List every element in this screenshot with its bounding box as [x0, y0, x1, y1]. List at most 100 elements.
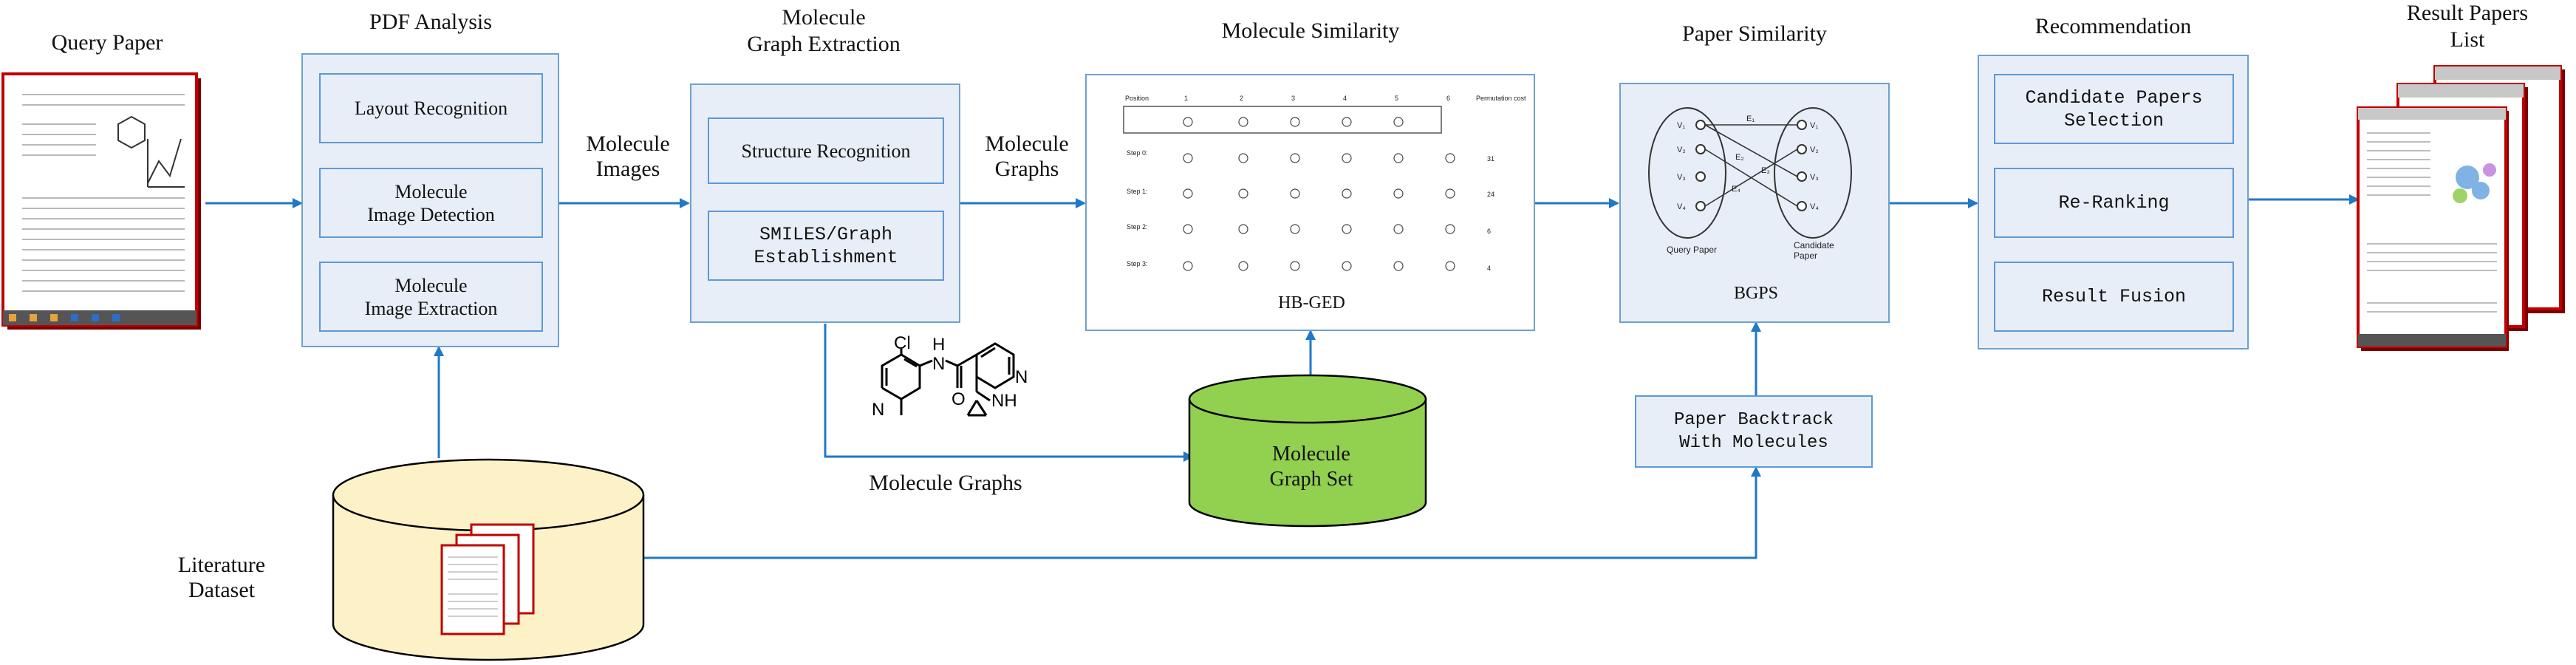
ged-node — [1393, 153, 1404, 163]
arrow-graph-to-graphset — [824, 324, 1194, 462]
svg-text:E₂: E₂ — [1735, 153, 1744, 162]
atom-o: O — [952, 389, 966, 409]
svg-text:E₄: E₄ — [1732, 185, 1740, 194]
ged-node — [1290, 261, 1300, 271]
header-4: 4 — [1343, 95, 1347, 102]
structure-recognition-box: Structure Recognition — [708, 117, 944, 184]
ged-node — [1445, 261, 1455, 271]
molecule-similarity-title: Molecule Similarity — [1221, 18, 1400, 43]
svg-text:V₂: V₂ — [1810, 146, 1819, 154]
svg-text:V₂: V₂ — [1677, 146, 1686, 154]
svg-text:V₃: V₃ — [1677, 173, 1686, 182]
atom-n1: N — [872, 400, 884, 420]
candidate-selection-box: Candidate Papers Selection — [1994, 74, 2234, 144]
ged-node — [1393, 117, 1404, 127]
ged-node — [1238, 117, 1248, 127]
atom-n-pyridine: N — [1015, 367, 1027, 387]
ged-node — [1342, 224, 1352, 234]
ged-node — [1183, 188, 1193, 199]
svg-text:E₃: E₃ — [1761, 166, 1770, 175]
literature-dataset-label: Literature Dataset — [177, 553, 266, 602]
header-2: 2 — [1240, 95, 1243, 102]
ged-node — [1445, 153, 1455, 163]
ged-node — [1183, 261, 1193, 271]
svg-text:V₄: V₄ — [1810, 202, 1819, 211]
pdf-analysis-panel: Layout Recognition Molecule Image Detect… — [301, 53, 559, 347]
header-position: Position — [1125, 95, 1149, 102]
hb-ged-caption: HB-GED — [1278, 293, 1345, 313]
ged-node — [1342, 261, 1352, 271]
atom-cl: Cl — [894, 333, 911, 353]
atom-h-amide: H — [932, 335, 945, 355]
cost-step0: 31 — [1487, 155, 1494, 163]
cost-step2: 6 — [1487, 228, 1491, 235]
arrow-literature-to-backtrack — [637, 466, 1761, 559]
ged-node — [1393, 188, 1404, 199]
re-ranking-box: Re-Ranking — [1994, 168, 2234, 238]
molecule-graphs-bottom-label: Molecule Graphs — [869, 471, 1022, 495]
ged-node — [1238, 261, 1248, 271]
svg-text:V₄: V₄ — [1677, 202, 1686, 211]
atom-n-amide: N — [932, 354, 945, 374]
molecule-images-label: Molecule Images — [586, 132, 670, 181]
svg-text:E₁: E₁ — [1746, 115, 1755, 123]
row-step0: Step 0: — [1127, 149, 1148, 157]
result-page-front — [2357, 106, 2509, 351]
ged-node — [1445, 188, 1455, 199]
literature-dataset-db — [332, 458, 645, 661]
ged-table: Position 1 2 3 4 5 6 Permutation cost St… — [1123, 95, 1526, 272]
ged-node — [1393, 224, 1404, 234]
layout-recognition-box: Layout Recognition — [319, 73, 543, 143]
header-3: 3 — [1291, 95, 1295, 102]
ged-node — [1183, 117, 1193, 127]
pdf-analysis-title: PDF Analysis — [369, 10, 492, 34]
ged-node — [1183, 224, 1193, 234]
image-detection-box: Molecule Image Detection — [319, 168, 543, 238]
paper-similarity-title: Paper Similarity — [1682, 21, 1827, 46]
ged-node — [1290, 117, 1300, 127]
ged-node — [1445, 224, 1455, 234]
result-papers-stack — [2357, 65, 2565, 351]
cost-step1: 24 — [1487, 191, 1494, 198]
graph-extraction-panel: Structure Recognition SMILES/Graph Estab… — [690, 83, 960, 323]
row-step2: Step 2: — [1127, 223, 1148, 231]
atom-nh: NH — [991, 391, 1017, 411]
query-paper-thumbnail — [1, 72, 201, 330]
recommendation-panel: Candidate Papers Selection Re-Ranking Re… — [1978, 55, 2249, 349]
graph-extraction-title: Molecule Graph Extraction — [747, 5, 901, 56]
image-extraction-box: Molecule Image Extraction — [319, 262, 543, 332]
recommendation-title: Recommendation — [2035, 14, 2192, 38]
query-paper-title: Query Paper — [51, 30, 163, 55]
ged-node — [1342, 153, 1352, 163]
molecule-graphs-top-label: Molecule Graphs — [985, 132, 1069, 181]
ged-node — [1290, 188, 1300, 199]
molecule-similarity-panel: Position 1 2 3 4 5 6 Permutation cost St… — [1085, 74, 1535, 331]
cost-step3: 4 — [1487, 265, 1491, 272]
result-papers-title: Result Papers List — [2406, 1, 2529, 52]
row-step3: Step 3: — [1127, 260, 1148, 267]
svg-text:V₁: V₁ — [1677, 121, 1685, 130]
header-6: 6 — [1446, 95, 1450, 102]
ged-node — [1342, 117, 1352, 127]
literature-pages — [440, 523, 535, 635]
molecule-structure: Cl N N H O N NH — [872, 333, 1027, 420]
header-cost: Permutation cost — [1476, 95, 1526, 102]
header-5: 5 — [1395, 95, 1398, 102]
query-paper-node-label: Query Paper — [1667, 245, 1717, 255]
molecule-graph-set-db — [1188, 374, 1427, 528]
svg-text:V₃: V₃ — [1810, 173, 1819, 182]
row-step1: Step 1: — [1127, 188, 1148, 195]
ged-node — [1342, 188, 1352, 199]
result-fusion-box: Result Fusion — [1994, 262, 2234, 332]
paper-backtrack-box: Paper Backtrack With Molecules — [1635, 395, 1873, 468]
bgps-caption: BGPS — [1733, 284, 1779, 303]
left-pyridine-ring — [881, 353, 921, 400]
ged-node — [1183, 153, 1193, 163]
ged-node — [1238, 188, 1248, 199]
ged-node — [1238, 224, 1248, 234]
ged-node — [1290, 153, 1300, 163]
